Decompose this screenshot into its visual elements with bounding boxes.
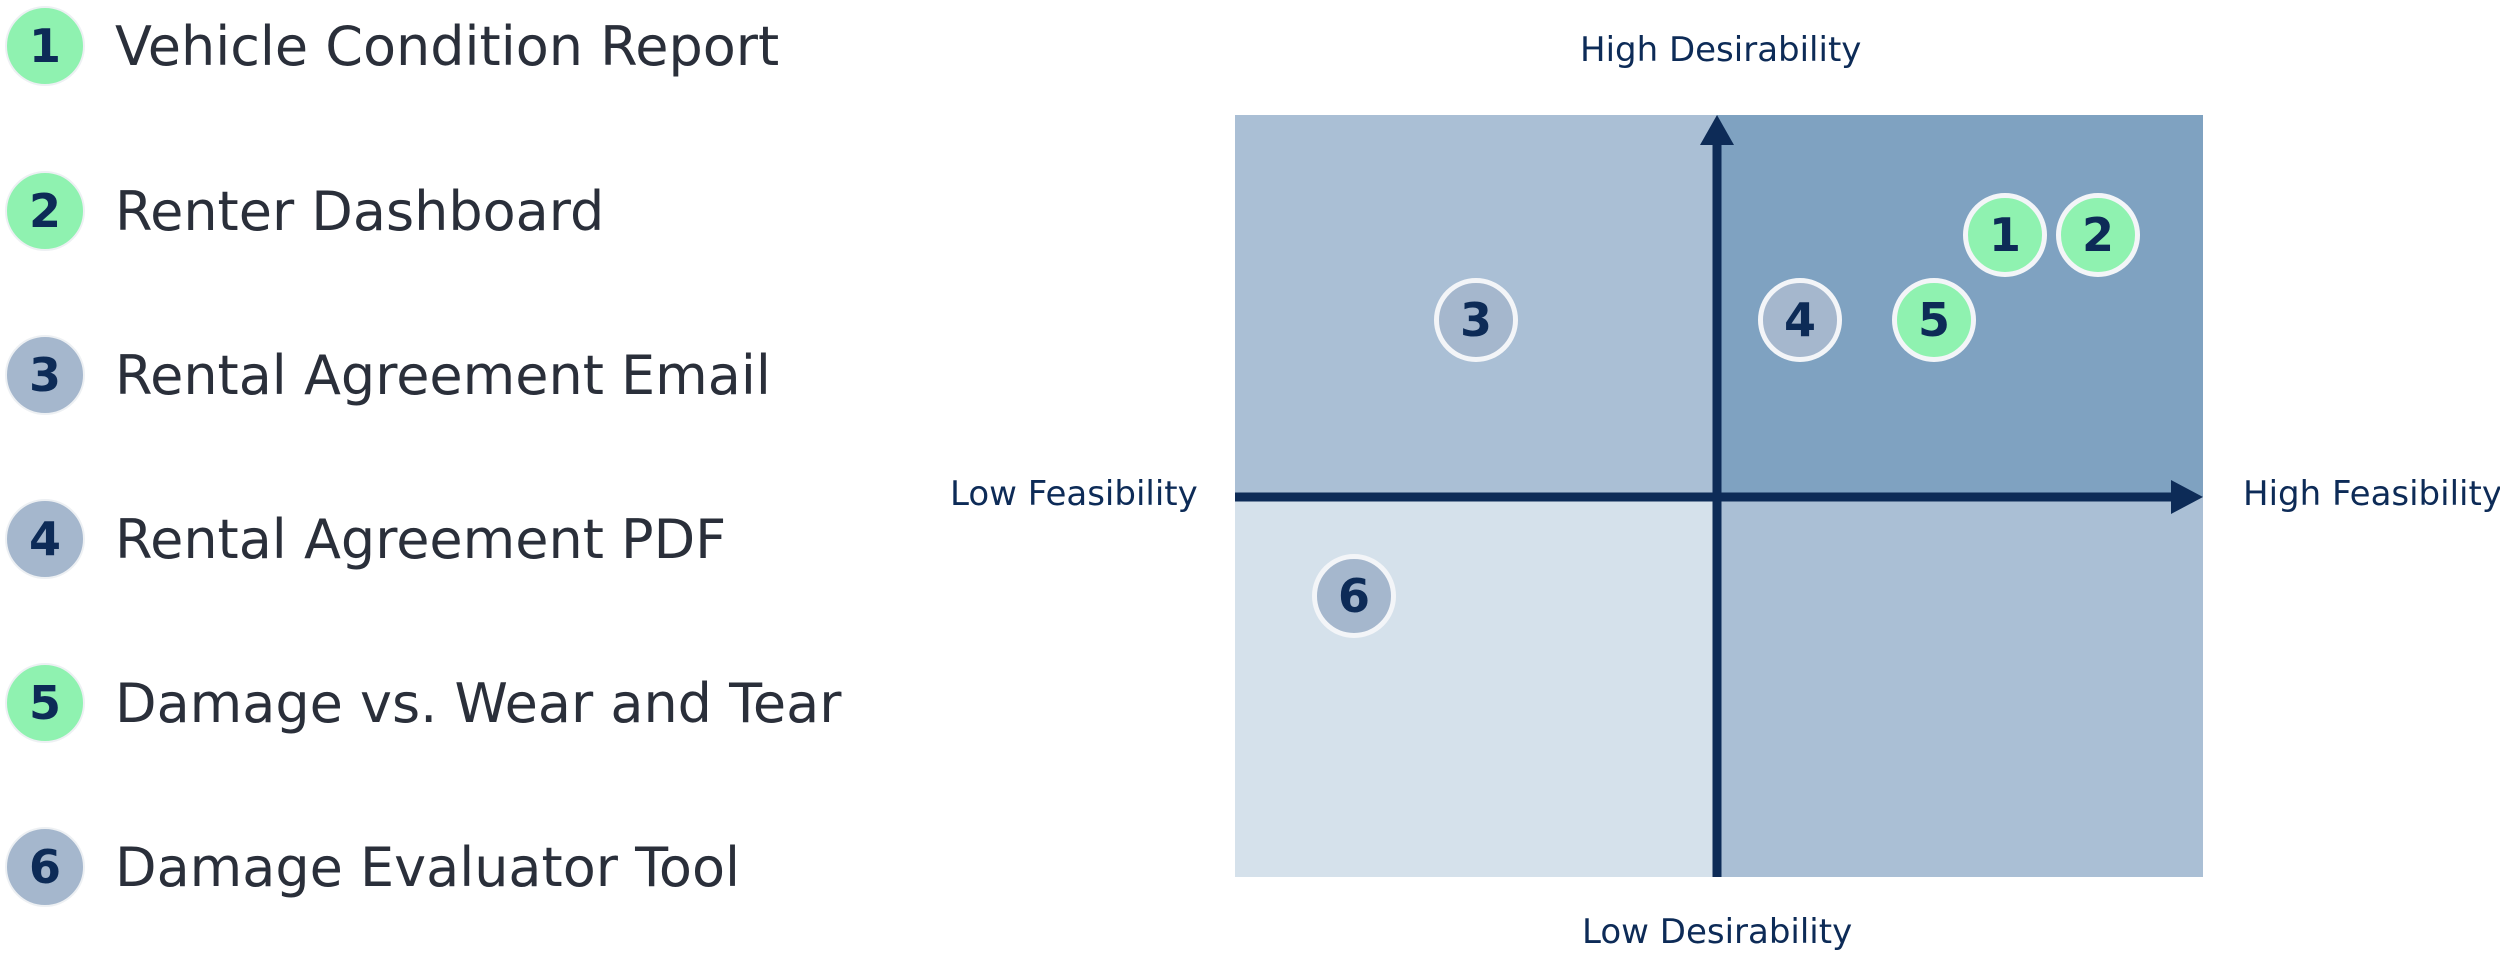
legend-label: Damage Evaluator Tool (115, 835, 740, 899)
legend-item: 2 Renter Dashboard (0, 166, 604, 256)
marker-3[interactable]: 3 (1434, 278, 1518, 362)
quadrant-bottom-left (1235, 497, 1717, 877)
legend-badge: 2 (5, 171, 85, 251)
legend-label: Rental Agreement Email (115, 343, 771, 407)
axis-label-high-feasibility: High Feasibility (2243, 474, 2500, 514)
axes-group (1235, 115, 2203, 877)
legend-badge: 1 (5, 6, 85, 86)
legend-label: Rental Agreement PDF (115, 507, 727, 571)
legend-label: Renter Dashboard (115, 179, 605, 243)
quadrant-bottom-right (1717, 497, 2203, 877)
legend-item: 5 Damage vs. Wear and Tear (0, 658, 841, 748)
legend-badge: 5 (5, 663, 85, 743)
axis-label-high-desirability: High Desirability (1580, 30, 1862, 70)
legend-item: 6 Damage Evaluator Tool (0, 822, 740, 912)
vertical-axis-arrowhead (1700, 115, 1734, 145)
marker-1[interactable]: 1 (1963, 193, 2047, 277)
legend-item: 3 Rental Agreement Email (0, 330, 771, 420)
legend-badge: 4 (5, 499, 85, 579)
marker-2[interactable]: 2 (2056, 193, 2140, 277)
legend-item: 4 Rental Agreement PDF (0, 494, 726, 584)
legend-badge: 6 (5, 827, 85, 907)
horizontal-axis-arrowhead (2171, 480, 2203, 514)
legend-label: Vehicle Condition Report (115, 14, 780, 78)
axis-label-low-feasibility: Low Feasibility (950, 474, 1198, 514)
legend-badge: 3 (5, 335, 85, 415)
axis-label-low-desirability: Low Desirability (1582, 912, 1853, 952)
legend-item: 1 Vehicle Condition Report (0, 1, 779, 91)
legend-label: Damage vs. Wear and Tear (115, 671, 842, 735)
marker-5[interactable]: 5 (1892, 278, 1976, 362)
marker-4[interactable]: 4 (1758, 278, 1842, 362)
legend-list: 1 Vehicle Condition Report 2 Renter Dash… (0, 0, 900, 969)
marker-6[interactable]: 6 (1312, 554, 1396, 638)
